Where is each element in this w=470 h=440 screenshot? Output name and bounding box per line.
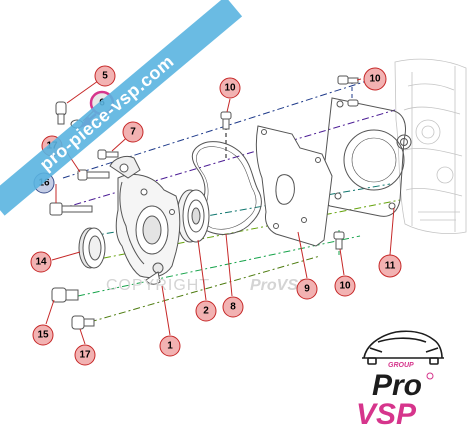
copyright-brand: ProVSP bbox=[250, 277, 309, 294]
callout-label-14: 14 bbox=[35, 257, 47, 268]
bolt-10-lower bbox=[333, 231, 345, 250]
logo-word-top: Pro bbox=[372, 369, 422, 402]
bolt-10-upper-right bbox=[337, 75, 359, 85]
callout-2: 2 bbox=[195, 300, 217, 322]
oil-pump-body-1 bbox=[109, 155, 181, 285]
callout-label-10-upper-right: 10 bbox=[369, 74, 381, 85]
callout-label-7: 7 bbox=[130, 127, 136, 138]
pump-seal-8 bbox=[191, 141, 262, 235]
bolt-7 bbox=[97, 149, 119, 160]
plug-5 bbox=[55, 101, 67, 125]
logo-registered-icon bbox=[426, 372, 434, 380]
callout-15: 15 bbox=[32, 324, 54, 346]
oil-pump-rotor-2 bbox=[176, 189, 210, 243]
callout-label-1: 1 bbox=[167, 341, 173, 352]
bolt-17-upper bbox=[77, 169, 110, 181]
callout-9: 9 bbox=[296, 278, 318, 300]
callout-label-16: 16 bbox=[38, 178, 50, 189]
callout-label-17-lower: 17 bbox=[79, 350, 91, 361]
callout-label-15: 15 bbox=[37, 330, 49, 341]
intermediate-plate-9 bbox=[255, 125, 333, 247]
dowel-pin bbox=[347, 99, 359, 107]
gasket-11 bbox=[321, 97, 412, 217]
callout-label-10-lower: 10 bbox=[339, 281, 351, 292]
oil-seal-14 bbox=[78, 227, 106, 269]
bolt-16 bbox=[49, 202, 93, 216]
logo-group-label: GROUP bbox=[388, 362, 414, 369]
callout-label-10-top: 10 bbox=[224, 83, 236, 94]
callout-label-11: 11 bbox=[385, 261, 396, 272]
callout-label-8: 8 bbox=[230, 302, 236, 313]
logo-word-bottom: VSP bbox=[356, 398, 417, 431]
callout-label-2: 2 bbox=[203, 306, 209, 317]
engine-block-outline bbox=[394, 58, 467, 234]
bolt-17-lower bbox=[71, 315, 95, 330]
callout-14: 14 bbox=[30, 251, 52, 273]
callout-10-lower: 10 bbox=[334, 275, 356, 297]
callout-11: 11 bbox=[378, 254, 402, 278]
copyright-text: COPYRIGHT bbox=[106, 277, 210, 294]
callout-label-9: 9 bbox=[304, 284, 310, 295]
callout-5: 5 bbox=[94, 65, 116, 87]
callout-1: 1 bbox=[159, 335, 181, 357]
provsp-logo: GROUP Pro VSP bbox=[356, 330, 444, 431]
callout-label-5: 5 bbox=[102, 71, 108, 82]
callout-8: 8 bbox=[222, 296, 244, 318]
callout-10-top: 10 bbox=[219, 77, 241, 99]
sensor-15 bbox=[51, 287, 79, 303]
callout-17-lower: 17 bbox=[74, 344, 96, 366]
callout-10-upper-right: 10 bbox=[363, 67, 387, 91]
callout-7: 7 bbox=[122, 121, 144, 143]
copyright-watermark: COPYRIGHT ProVSP bbox=[106, 277, 309, 294]
bolt-10-top bbox=[220, 111, 232, 130]
car-silhouette-icon bbox=[362, 330, 444, 365]
